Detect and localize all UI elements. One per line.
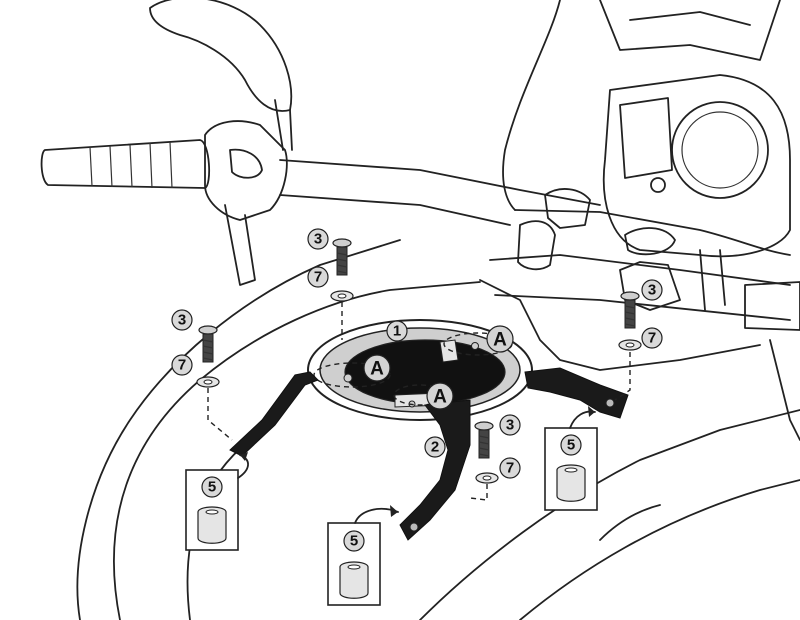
callout-5-left: 5 — [201, 476, 223, 498]
marker-a-bottom: A — [426, 382, 454, 410]
right-grip — [744, 281, 800, 331]
svg-text:3: 3 — [506, 417, 514, 434]
svg-text:5: 5 — [567, 437, 575, 454]
svg-text:7: 7 — [648, 330, 656, 347]
svg-text:7: 7 — [506, 460, 514, 477]
svg-text:2: 2 — [431, 439, 439, 456]
svg-text:A: A — [493, 330, 507, 351]
svg-text:1: 1 — [393, 323, 401, 340]
callout-3-right: 3 — [641, 279, 663, 301]
marker-a-right: A — [486, 325, 514, 353]
lower-bracket-part-2 — [399, 399, 471, 541]
svg-text:3: 3 — [314, 231, 322, 248]
left-grip — [40, 139, 211, 189]
callout-7-right: 7 — [641, 327, 663, 349]
marker-a-left: A — [363, 354, 391, 382]
tank-ring-part-1 — [307, 319, 533, 421]
spacer-box-right — [544, 406, 598, 511]
spacer-box-left — [185, 452, 249, 551]
svg-text:A: A — [370, 359, 384, 380]
spacer-box-bottom — [327, 505, 399, 606]
svg-text:3: 3 — [178, 312, 186, 329]
screw-right — [618, 291, 642, 351]
lever — [224, 204, 256, 286]
svg-text:3: 3 — [648, 282, 656, 299]
callout-5-bottom: 5 — [343, 530, 365, 552]
svg-text:A: A — [433, 387, 447, 408]
callout-7-left: 7 — [171, 354, 193, 376]
left-mirror — [149, 0, 293, 112]
windscreen — [502, 0, 561, 211]
left-bracket — [229, 371, 319, 457]
svg-text:5: 5 — [350, 533, 358, 550]
screw-middle — [474, 421, 499, 484]
dashboard — [602, 74, 791, 258]
callout-7-middle: 7 — [499, 457, 521, 479]
callout-5-right: 5 — [560, 434, 582, 456]
motorcycle-outline — [40, 0, 800, 620]
screw-left — [196, 325, 220, 388]
svg-text:7: 7 — [314, 269, 322, 286]
right-bracket — [524, 367, 629, 419]
callout-2: 2 — [424, 436, 446, 458]
assembly-lines — [207, 302, 631, 501]
callout-3-left: 3 — [171, 309, 193, 331]
callout-3-top: 3 — [307, 228, 329, 250]
callout-7-top: 7 — [307, 266, 329, 288]
left-switch — [204, 120, 288, 221]
screw-top — [330, 238, 354, 302]
callout-1: 1 — [386, 320, 408, 342]
svg-text:7: 7 — [178, 357, 186, 374]
svg-text:5: 5 — [208, 479, 216, 496]
callout-3-middle: 3 — [499, 414, 521, 436]
